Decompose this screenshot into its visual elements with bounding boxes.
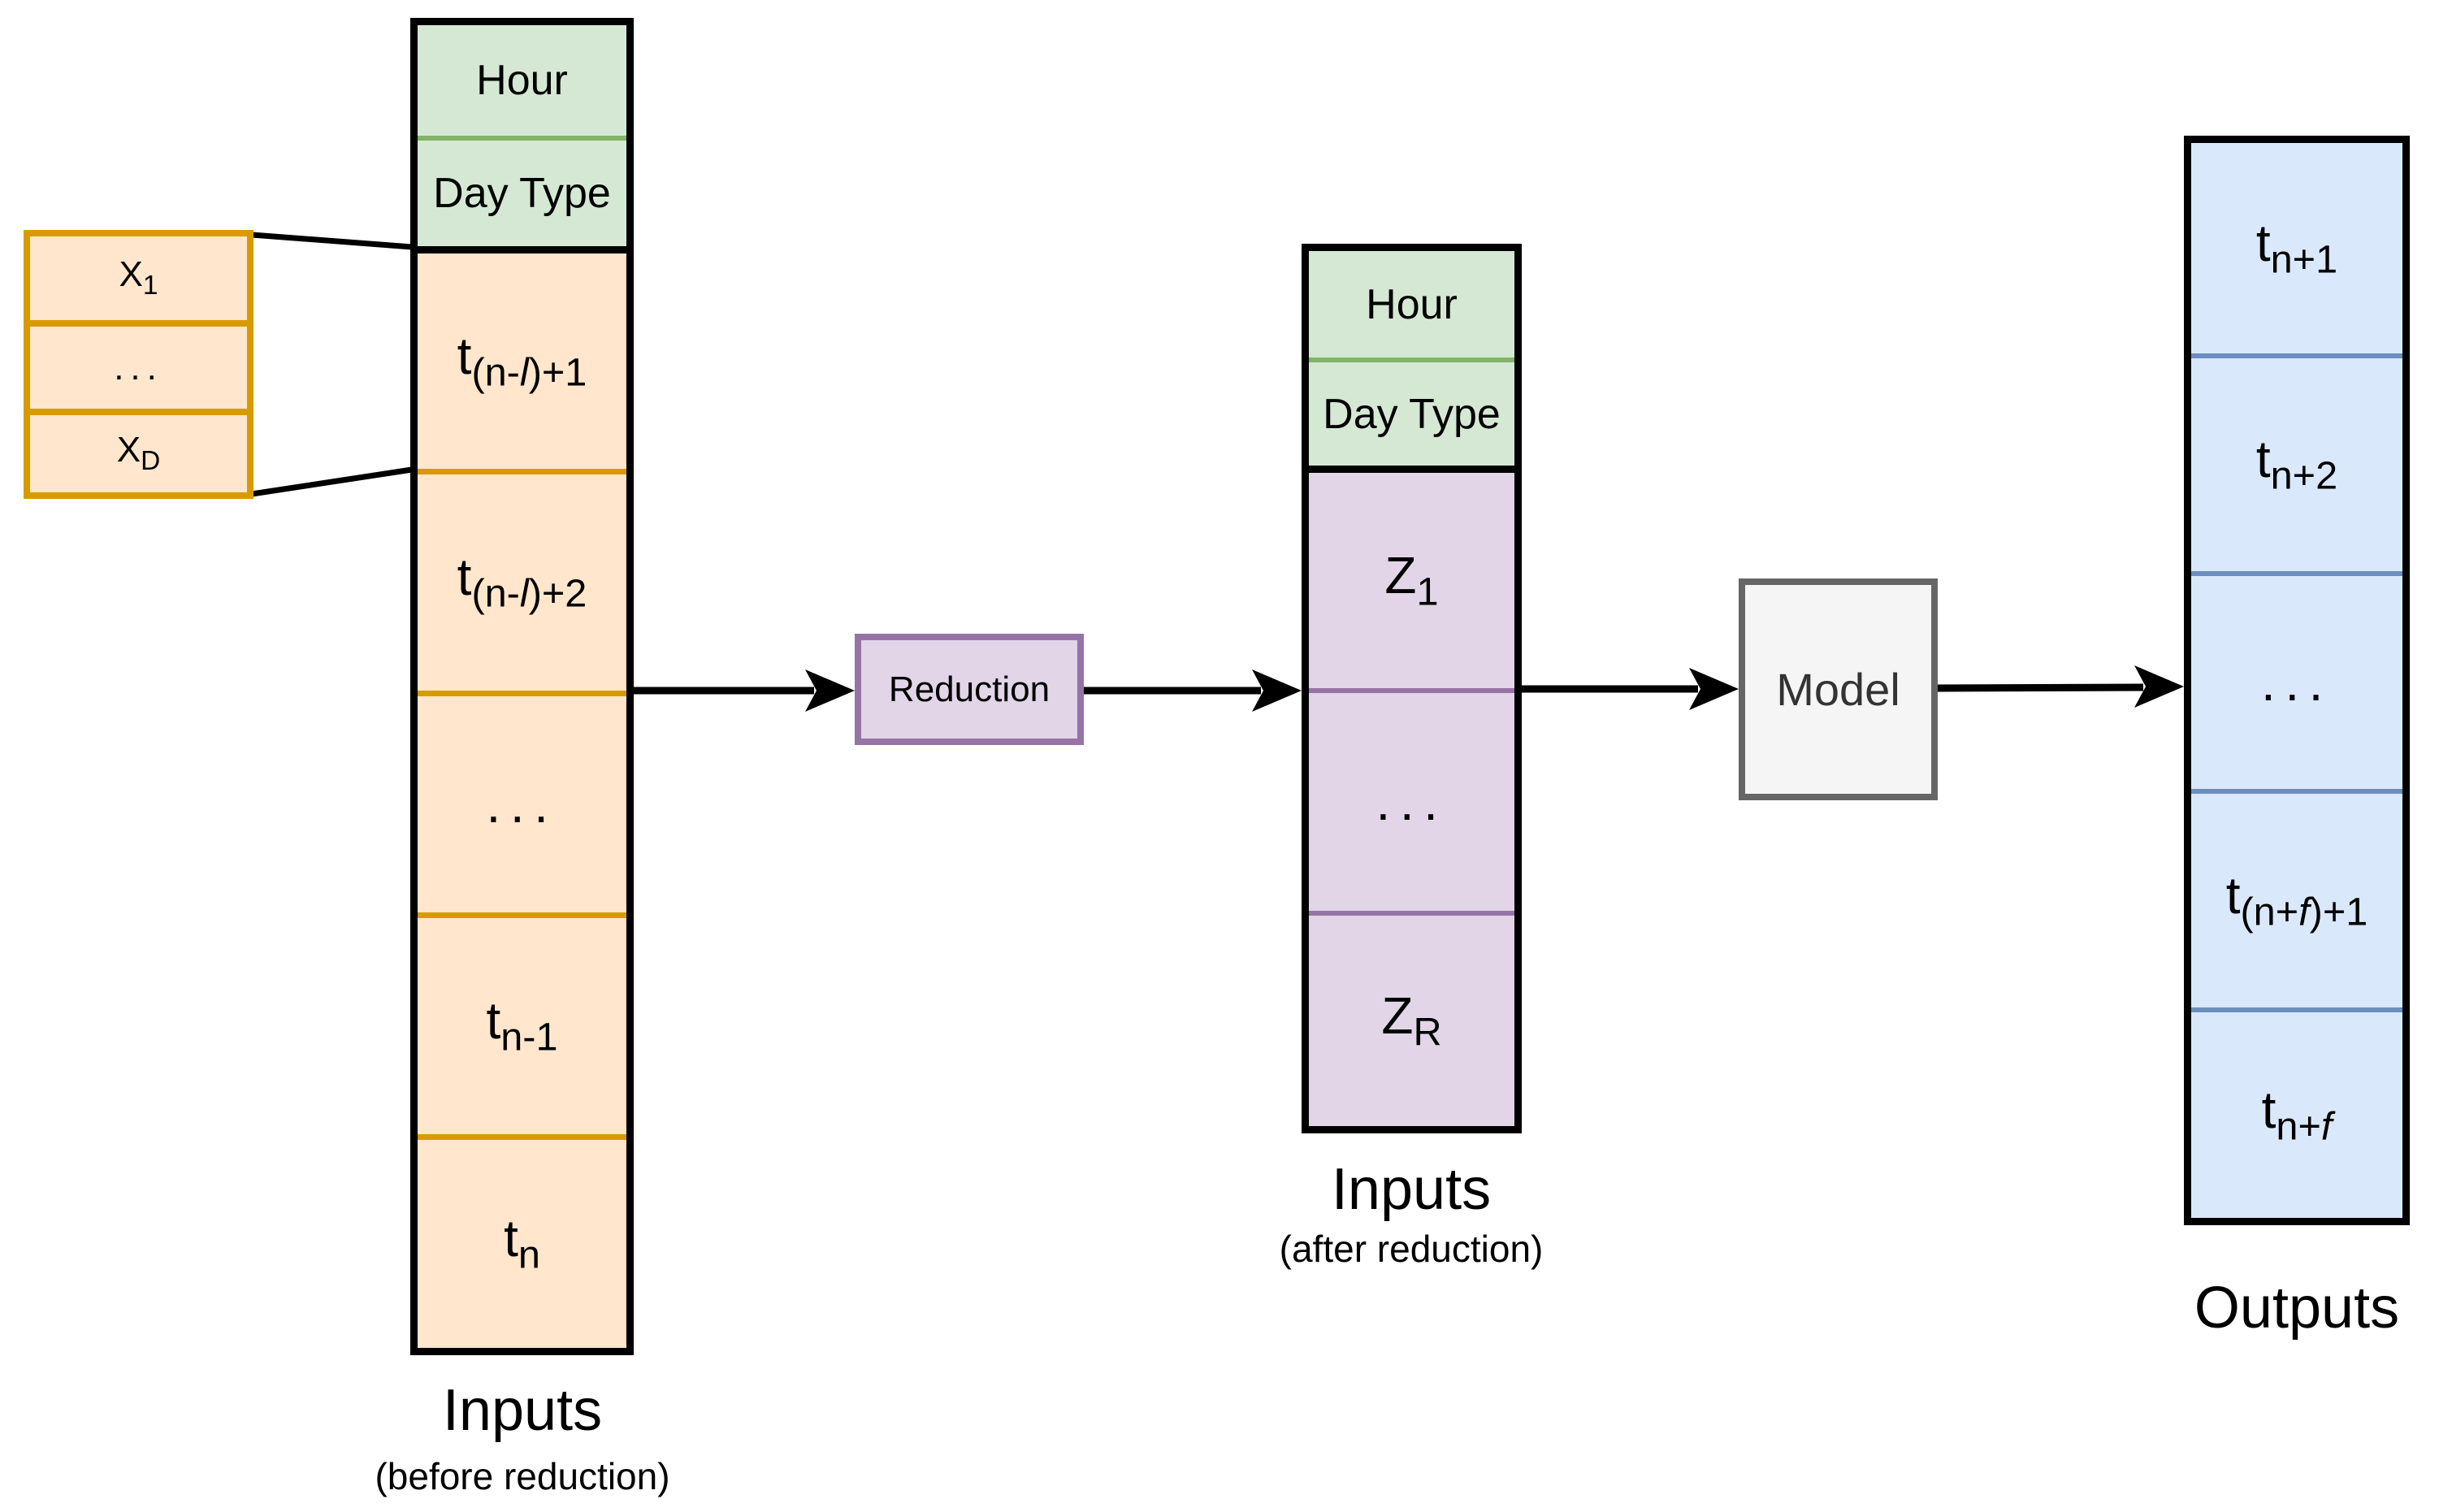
inputs-before-label: Inputs xyxy=(442,1378,603,1443)
arrowhead-icon xyxy=(1689,668,1739,710)
cell-t-n-minus-l-plus-1: t(n-l)+1 xyxy=(418,246,626,469)
cell-z-r: ZR xyxy=(1309,911,1514,1126)
arrowhead-icon xyxy=(1252,669,1302,712)
reduction-label: Reduction xyxy=(888,669,1051,709)
expansion-connector-top xyxy=(251,232,413,250)
cell-day-type: Day Type xyxy=(1309,357,1514,466)
cell-t-n-plus-f: tn+f xyxy=(2191,1007,2402,1218)
cell-ellipsis: ... xyxy=(418,691,626,912)
model-box: Model xyxy=(1739,578,1938,800)
inputs-before-column: Hour Day Type t(n-l)+1 t(n-l)+2 ... tn-1… xyxy=(410,18,634,1355)
cell-x-d: XD xyxy=(30,409,247,492)
arrow-model-to-outputs xyxy=(1937,683,2144,692)
cell-ellipsis: ... xyxy=(1309,688,1514,911)
cell-x-1: X1 xyxy=(119,254,158,301)
cell-t-n-plus-2: tn+2 xyxy=(2191,353,2402,571)
cell-ellipsis: ... xyxy=(2191,571,2402,789)
inputs-after-sublabel: (after reduction) xyxy=(1279,1228,1544,1270)
cell-t-n-plus-f-plus-1: t(n+f)+1 xyxy=(2191,789,2402,1007)
inputs-after-label: Inputs xyxy=(1331,1157,1492,1222)
inputs-after-column: Hour Day Type Z1 ... ZR xyxy=(1302,244,1522,1133)
feature-vector-box: X1 ... XD xyxy=(24,230,253,499)
inputs-before-sublabel: (before reduction) xyxy=(375,1455,670,1497)
model-label: Model xyxy=(1776,663,1900,715)
outputs-column: tn+1 tn+2 ... t(n+f)+1 tn+f xyxy=(2184,136,2410,1225)
cell-ellipsis: ... xyxy=(30,320,247,409)
cell-t-n: tn xyxy=(418,1134,626,1348)
cell-z-1: Z1 xyxy=(1309,466,1514,688)
reduction-box: Reduction xyxy=(855,634,1084,745)
expansion-connector-bottom xyxy=(251,466,413,497)
arrowhead-icon xyxy=(2134,665,2184,708)
outputs-label: Outputs xyxy=(2194,1276,2400,1341)
cell-hour: Hour xyxy=(418,25,626,136)
arrowhead-icon xyxy=(805,669,855,712)
cell-t-n-minus-l-plus-2: t(n-l)+2 xyxy=(418,469,626,691)
cell-hour: Hour xyxy=(1309,251,1514,357)
cell-t-n-plus-1: tn+1 xyxy=(2191,143,2402,353)
cell-day-type: Day Type xyxy=(418,136,626,246)
cell-t-n-minus-1: tn-1 xyxy=(418,912,626,1134)
